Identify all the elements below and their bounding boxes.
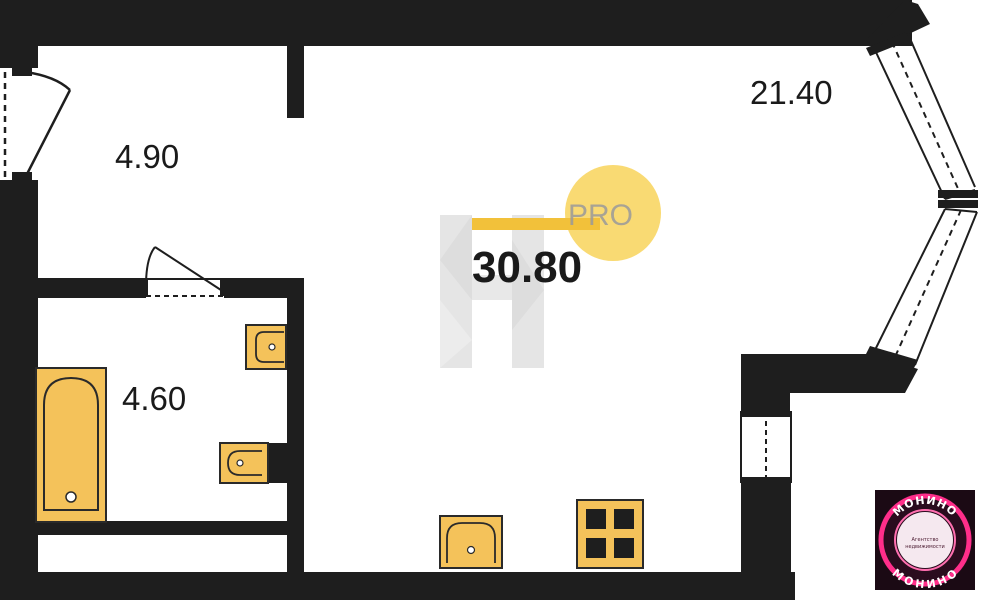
stove (576, 499, 644, 569)
logo-center-line2: недвижимости (905, 544, 945, 550)
wall-bottom (0, 572, 742, 600)
area-label-living: 21.40 (750, 74, 833, 111)
bay-window-mullions (866, 32, 978, 368)
watermark-text: PRO (568, 199, 633, 232)
watermark-bar (472, 218, 600, 230)
area-label-hall: 4.90 (115, 138, 179, 175)
area-label-total: 30.80 (472, 243, 582, 292)
wall-stub (287, 40, 304, 118)
wall-top (0, 0, 912, 46)
entrance-door (0, 68, 72, 180)
wall-left-lower (0, 180, 38, 600)
walls (0, 0, 930, 600)
kitchen-sink (439, 515, 503, 569)
wall-right-block (741, 354, 918, 412)
bay-window-upper (873, 33, 976, 200)
wall-top-right-corner (866, 0, 930, 50)
bathtub (35, 367, 107, 523)
bay-window-lower (874, 208, 978, 366)
watermark-circle (565, 165, 661, 261)
bathroom-door (140, 246, 228, 298)
bathroom-sink (245, 324, 287, 370)
agency-logo: МОНИНО МОНИНО Агентство недвижимости (875, 490, 975, 591)
toilet (219, 442, 288, 484)
watermark: PRO (440, 165, 661, 368)
wall-bath-top-right (224, 278, 304, 298)
wall-bath-top-left (30, 278, 146, 298)
logo-center-line1: Агентство (912, 537, 939, 543)
wall-bath-bottom (30, 521, 300, 535)
watermark-letter-h (440, 215, 544, 368)
wall-left-upper (0, 0, 38, 68)
wall-bottom-right (735, 572, 795, 600)
side-window (740, 411, 792, 483)
area-label-bathroom: 4.60 (122, 380, 186, 417)
wall-bath-right (287, 278, 304, 578)
